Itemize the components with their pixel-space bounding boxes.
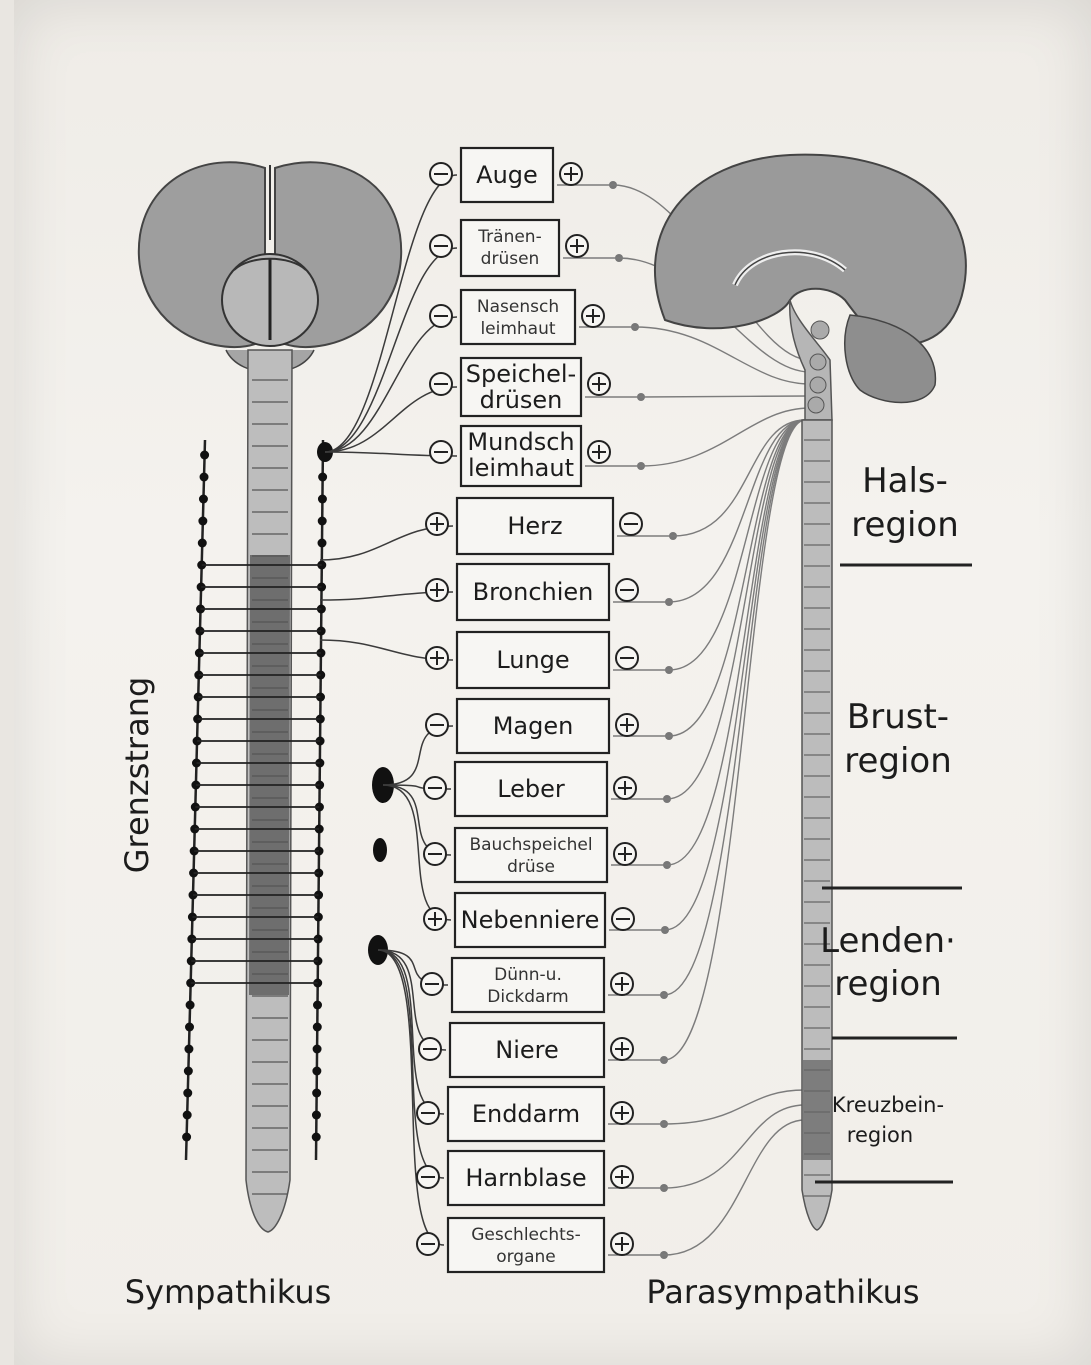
organ-label-line: Geschlechts- <box>471 1225 581 1245</box>
parasympathetic-nerve <box>608 1090 805 1124</box>
parasympathetic-sign-icon <box>611 973 633 995</box>
sympathetic-sign-icon <box>424 777 446 799</box>
label-grenzstrang: Grenzstrang <box>118 677 156 874</box>
region-lenden-line1: Lenden· <box>820 921 956 961</box>
organ-15: Enddarm <box>417 1087 633 1141</box>
sympathetic-sign-icon <box>426 714 448 736</box>
parasympathetic-sign-icon <box>582 305 604 327</box>
parasympathetic-sign-icon <box>614 777 636 799</box>
label-sympathikus: Sympathikus <box>125 1273 332 1311</box>
organ-label-line: Bauchspeichel <box>469 835 592 855</box>
sympathetic-sign-icon <box>417 1233 439 1255</box>
parasympathetic-nerve <box>613 420 805 602</box>
organ-label: Herz <box>507 512 562 540</box>
organ-label-line: Mundsch <box>467 428 574 456</box>
organ-10: Leber <box>424 762 636 816</box>
parasympathetic-sign-icon <box>611 1233 633 1255</box>
organ-label-line: leimhaut <box>480 319 555 339</box>
organ-11: Bauchspeicheldrüse <box>424 828 636 882</box>
parasympathetic-nerve <box>608 420 805 995</box>
organ-label-line: Dickdarm <box>487 987 568 1007</box>
parasympathetic-sign-icon <box>611 1038 633 1060</box>
parasympathetic-nerve <box>579 327 810 384</box>
sympathetic-sign-icon <box>426 513 448 535</box>
sympathetic-sign-icon <box>419 1038 441 1060</box>
right-spinal-cord <box>802 420 832 1230</box>
parasympathetic-sign-icon <box>620 513 642 535</box>
organ-16: Harnblase <box>417 1151 633 1205</box>
region-kreuzbein-line1: Kreuzbein- <box>832 1093 944 1117</box>
organ-label: Magen <box>493 712 574 740</box>
parasympathetic-sign-icon <box>616 579 638 601</box>
region-lenden-line2: region <box>834 964 942 1004</box>
sympathetic-sign-icon <box>430 163 452 185</box>
sympathetic-sign-icon <box>417 1102 439 1124</box>
organ-label-line: drüsen <box>481 249 540 269</box>
parasympathetic-nerve <box>608 1105 805 1188</box>
sympathetic-sign-icon <box>430 305 452 327</box>
parasympathetic-sign-icon <box>614 843 636 865</box>
organ-17: Geschlechts-organe <box>417 1218 633 1272</box>
region-hals-line1: Hals- <box>862 461 948 501</box>
organ-6: Herz <box>426 498 642 554</box>
parasympathetic-sign-icon <box>566 235 588 257</box>
left-spinal-cord <box>246 350 292 1232</box>
left-brain-frontal <box>139 162 401 372</box>
sympathetic-ganglia <box>317 442 394 965</box>
region-kreuzbein-line2: region <box>847 1123 913 1147</box>
organ-label-line: Dünn-u. <box>494 965 562 985</box>
organ-label-line: drüsen <box>480 386 563 414</box>
organ-label-line: leimhaut <box>468 454 574 482</box>
organ-label: Leber <box>497 775 565 803</box>
organ-8: Lunge <box>426 632 638 688</box>
parasympathetic-nerve <box>609 420 805 930</box>
region-brust-line2: region <box>844 741 952 781</box>
organ-12: Nebenniere <box>424 893 634 947</box>
organ-label: Auge <box>476 161 538 189</box>
parasympathetic-sign-icon <box>588 373 610 395</box>
region-separators <box>815 565 972 1182</box>
sympathetic-sign-icon <box>424 908 446 930</box>
organ-label-line: drüse <box>507 857 555 877</box>
parasympathetic-nerve <box>611 420 805 865</box>
organ-label: Enddarm <box>472 1100 580 1128</box>
region-hals-line2: region <box>851 505 959 545</box>
organ-13: Dünn-u.Dickdarm <box>421 958 633 1012</box>
parasympathetic-sign-icon <box>588 441 610 463</box>
organ-1: Auge <box>430 148 582 202</box>
organ-14: Niere <box>419 1023 633 1077</box>
organ-label: Bronchien <box>473 578 594 606</box>
organ-label: Niere <box>495 1036 559 1064</box>
parasympathetic-sign-icon <box>616 647 638 669</box>
parasympathetic-sign-icon <box>612 908 634 930</box>
organ-label: Lunge <box>496 646 569 674</box>
organ-7: Bronchien <box>426 564 638 620</box>
sympathetic-sign-icon <box>421 973 443 995</box>
sympathetic-sign-icon <box>430 441 452 463</box>
sympathetic-sign-icon <box>430 373 452 395</box>
sympathetic-sign-icon <box>417 1166 439 1188</box>
organ-list: AugeTränen-drüsenNasenschleimhautSpeiche… <box>417 148 642 1272</box>
parasympathetic-sign-icon <box>611 1166 633 1188</box>
region-brust-line1: Brust- <box>847 697 949 737</box>
organ-label-line: organe <box>496 1247 556 1267</box>
organ-9: Magen <box>426 699 638 753</box>
parasympathetic-sign-icon <box>616 714 638 736</box>
sympathetic-sign-icon <box>430 235 452 257</box>
sympathetic-sign-icon <box>426 579 448 601</box>
label-parasympathikus: Parasympathikus <box>646 1273 919 1311</box>
right-brain-sagittal <box>655 155 966 420</box>
parasympathetic-sign-icon <box>611 1102 633 1124</box>
organ-label: Nebenniere <box>461 906 600 934</box>
organ-label: Harnblase <box>465 1164 586 1192</box>
sympathetic-sign-icon <box>426 647 448 669</box>
parasympathetic-sign-icon <box>560 163 582 185</box>
organ-label-line: Nasensch <box>477 297 559 317</box>
sympathetic-sign-icon <box>424 843 446 865</box>
parasympathetic-nerve <box>585 396 810 397</box>
organ-label-line: Tränen- <box>477 227 541 247</box>
organ-label-line: Speichel- <box>466 360 576 388</box>
